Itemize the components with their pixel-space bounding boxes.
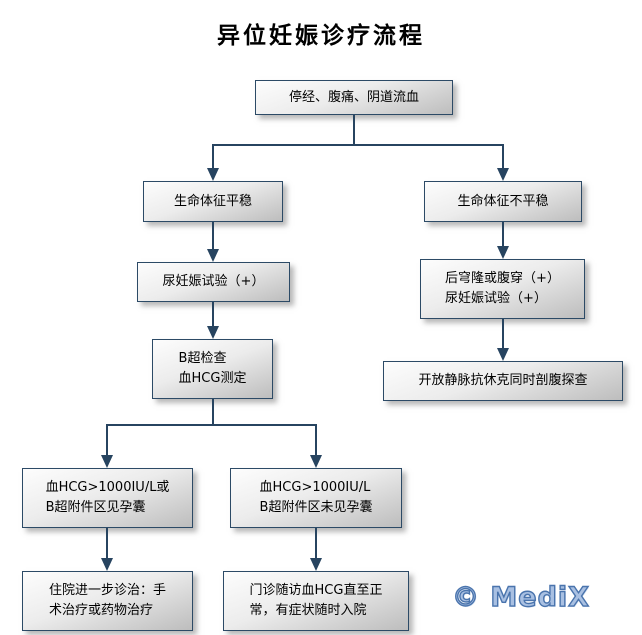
connector-to-hcg-sac: [106, 424, 108, 456]
arrow-to-unstable-icon: [497, 168, 509, 181]
node-ultrasound-hcg-label: B超检查 血HCG测定: [179, 349, 247, 389]
node-ultrasound-hcg: B超检查 血HCG测定: [152, 339, 273, 399]
connector-puncture-laparotomy: [502, 319, 504, 349]
node-hospitalize-line2: 术治疗或药物治疗: [48, 603, 153, 618]
node-hospitalize: 住院进一步诊治：手 术治疗或药物治疗: [22, 571, 193, 631]
connector-nosac-outpatient: [315, 528, 317, 559]
connector-to-stable: [212, 144, 214, 170]
node-hcg-sac-seen: 血HCG>1000IU/L或 B超附件区见孕囊: [22, 468, 193, 528]
node-hcg-sac-seen-label: 血HCG>1000IU/L或 B超附件区见孕囊: [46, 478, 170, 518]
arrow-to-hcg-no-sac-icon: [310, 455, 322, 468]
node-hospitalize-line1: 住院进一步诊治：手: [48, 583, 166, 598]
node-symptoms-label: 停经、腹痛、阴道流血: [288, 89, 419, 105]
node-laparotomy-label: 开放静脉抗休克同时剖腹探查: [418, 373, 588, 388]
node-laparotomy: 开放静脉抗休克同时剖腹探查: [383, 361, 623, 401]
node-urine-test-label: 尿妊娠试验（+）: [162, 274, 265, 289]
connector-to-unstable: [502, 144, 504, 170]
node-hcg-no-sac-line2: B超附件区未见孕囊: [259, 500, 373, 515]
node-hcg-sac-line2: B超附件区见孕囊: [45, 500, 146, 515]
node-ultrasound-line1: B超检查: [178, 351, 227, 366]
node-puncture-line2: 尿妊娠试验（+）: [445, 291, 547, 306]
node-outpatient-followup-label: 门诊随访血HCG直至正 常，有症状随时入院: [250, 581, 383, 621]
node-vitals-stable: 生命体征平稳: [143, 181, 283, 222]
node-hcg-no-sac-label: 血HCG>1000IU/L B超附件区未见孕囊: [260, 478, 373, 518]
node-hospitalize-label: 住院进一步诊治：手 术治疗或药物治疗: [49, 581, 166, 621]
arrow-to-hospitalize-icon: [101, 558, 113, 571]
node-vitals-unstable: 生命体征不平稳: [424, 181, 582, 222]
connector-ultrasound-branch: [106, 424, 317, 426]
node-outpatient-line1: 门诊随访血HCG直至正: [249, 583, 383, 598]
node-outpatient-followup: 门诊随访血HCG直至正 常，有症状随时入院: [223, 571, 409, 631]
connector-to-hcg-no-sac: [315, 424, 317, 456]
arrow-to-urine-icon: [207, 249, 219, 262]
page-title: 异位妊娠诊疗流程: [217, 23, 425, 49]
connector-ultrasound-stem: [212, 399, 214, 426]
connector-stable-urine: [212, 222, 214, 250]
arrow-to-outpatient-icon: [310, 558, 322, 571]
medix-watermark: © MediX: [451, 581, 590, 613]
node-puncture-positive-label: 后穹隆或腹穿（+） 尿妊娠试验（+）: [445, 269, 560, 309]
node-ultrasound-line2: 血HCG测定: [178, 371, 247, 386]
node-puncture-positive: 后穹隆或腹穿（+） 尿妊娠试验（+）: [420, 259, 585, 319]
arrow-to-laparotomy-icon: [497, 348, 509, 361]
connector-symptoms-branch: [212, 144, 504, 146]
node-puncture-line1: 后穹隆或腹穿（+）: [445, 271, 560, 286]
node-outpatient-line2: 常，有症状随时入院: [249, 603, 367, 618]
node-hcg-no-sac: 血HCG>1000IU/L B超附件区未见孕囊: [230, 468, 402, 528]
connector-sac-hospitalize: [106, 528, 108, 559]
node-hcg-no-sac-line1: 血HCG>1000IU/L: [259, 480, 371, 495]
node-vitals-stable-label: 生命体征平稳: [173, 193, 252, 209]
arrow-to-ultrasound-icon: [207, 326, 219, 339]
connector-urine-ultrasound: [212, 302, 214, 327]
arrow-to-stable-icon: [207, 168, 219, 181]
node-vitals-unstable-label: 生命体征不平稳: [457, 193, 549, 209]
node-symptoms: 停经、腹痛、阴道流血: [255, 80, 453, 115]
connector-symptoms-stem: [353, 115, 355, 146]
arrow-to-puncture-icon: [497, 246, 509, 259]
connector-unstable-puncture: [502, 222, 504, 247]
arrow-to-hcg-sac-icon: [101, 455, 113, 468]
node-urine-test: 尿妊娠试验（+）: [137, 262, 290, 302]
node-hcg-sac-line1: 血HCG>1000IU/L或: [45, 480, 170, 495]
